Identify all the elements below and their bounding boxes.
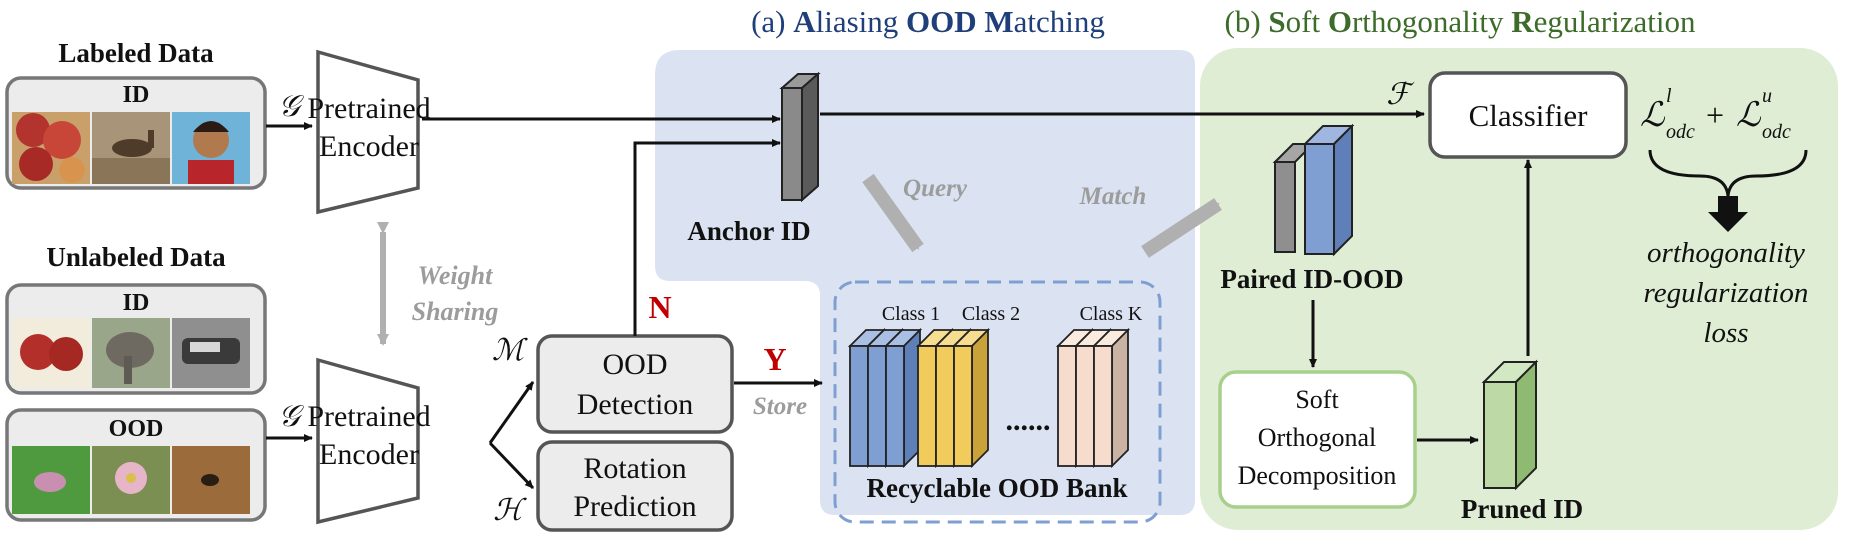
encoder-top-line2: Encoder (319, 130, 419, 163)
svg-text:l: l (1666, 85, 1672, 107)
branch-to-rotation (488, 441, 535, 490)
n-path-arrow (633, 139, 781, 336)
pretrained-encoder-bottom (316, 357, 420, 525)
loss-caption-line3: loss (1703, 317, 1748, 349)
query-label: Query (903, 175, 968, 202)
encoder-bottom-line2: Encoder (319, 438, 419, 471)
weight-sharing-line2: Sharing (412, 297, 499, 326)
ood-image-flower (92, 446, 170, 514)
branch-to-ood-detection (488, 381, 535, 444)
anchor-id-feature (779, 71, 821, 203)
bank-block-class1-3 (883, 327, 923, 469)
loss-formula: ℒ l odc + ℒ u odc (1640, 85, 1791, 143)
svg-text:+: + (1706, 97, 1724, 133)
rotation-line1: Rotation (583, 452, 686, 485)
g-symbol-bottom: 𝒢 (278, 400, 304, 433)
loss-down-arrow (1708, 196, 1748, 232)
unlabeled-data-heading: Unlabeled Data (46, 242, 226, 272)
weight-sharing-line1: Weight (418, 261, 493, 290)
unlabeled-ood-label: OOD (109, 416, 164, 442)
classifier-box (1428, 71, 1628, 159)
svg-text:odc: odc (1666, 121, 1695, 143)
ood-detection-line2: Detection (577, 388, 694, 421)
unlabeled-id-label: ID (123, 290, 150, 316)
store-label: Store (753, 393, 807, 420)
labeled-image-boy (172, 112, 250, 184)
soft-line1: Soft (1295, 385, 1339, 414)
bank-dots: ...... (1006, 404, 1051, 437)
ood-detection-line1: OOD (603, 348, 668, 381)
unlabeled-image-elephant (92, 318, 170, 388)
pruned-id-label: Pruned ID (1461, 494, 1583, 524)
labeled-id-label: ID (123, 82, 150, 108)
panel-b-title: (b) Soft Orthogonality Regularization (1225, 4, 1696, 39)
ood-bank-frame (833, 280, 1162, 524)
unlabeled-image-car (172, 318, 250, 388)
ood-image-rabbit (12, 446, 90, 514)
rotation-line2: Prediction (573, 490, 696, 523)
rotation-prediction-box (536, 440, 734, 532)
svg-text:ℒ: ℒ (1640, 97, 1666, 134)
loss-caption-line1: orthogonality (1647, 237, 1805, 269)
match-label: Match (1079, 183, 1147, 210)
paired-id-ood-label: Paired ID-OOD (1220, 264, 1403, 294)
svg-text:ℒ: ℒ (1736, 97, 1762, 134)
soft-line3: Decomposition (1238, 461, 1397, 490)
encoder-bottom-line1: Pretrained (307, 400, 430, 433)
bank-blocks (847, 327, 1131, 469)
labeled-image-camel (92, 112, 170, 184)
bank-block-class2-3 (951, 327, 991, 469)
match-arrow (1141, 198, 1222, 258)
panel-a-title: (a) Aliasing OOD Matching (751, 4, 1105, 39)
svg-text:odc: odc (1762, 121, 1791, 143)
svg-text:u: u (1762, 85, 1772, 107)
labeled-image-apples (12, 112, 90, 184)
unlabeled-image-apples (12, 318, 90, 388)
bank-label: Recyclable OOD Bank (867, 473, 1128, 503)
soft-line2: Orthogonal (1258, 423, 1376, 452)
bank-classk-label: Class K (1080, 303, 1143, 325)
loss-caption-line2: regularization (1644, 277, 1809, 309)
bank-class2-label: Class 2 (962, 303, 1020, 325)
pruned-id-feature (1481, 359, 1539, 491)
pretrained-encoder-top (316, 49, 420, 215)
anchor-id-label: Anchor ID (687, 216, 810, 246)
bank-block-classk-3 (1091, 327, 1131, 469)
h-symbol: ℋ (493, 494, 527, 527)
paired-id-ood-feature (1272, 123, 1355, 257)
y-label: Y (763, 341, 786, 377)
bank-class1-label: Class 1 (882, 303, 940, 325)
encoder-top-line1: Pretrained (307, 92, 430, 125)
g-symbol-top: 𝒢 (278, 90, 304, 123)
ood-image-bug (172, 446, 250, 514)
m-symbol: ℳ (492, 334, 528, 367)
query-arrow (862, 173, 924, 253)
n-label: N (648, 289, 671, 325)
labeled-data-heading: Labeled Data (58, 38, 214, 68)
soft-decomposition-box (1218, 370, 1417, 509)
classifier-label: Classifier (1469, 98, 1588, 133)
